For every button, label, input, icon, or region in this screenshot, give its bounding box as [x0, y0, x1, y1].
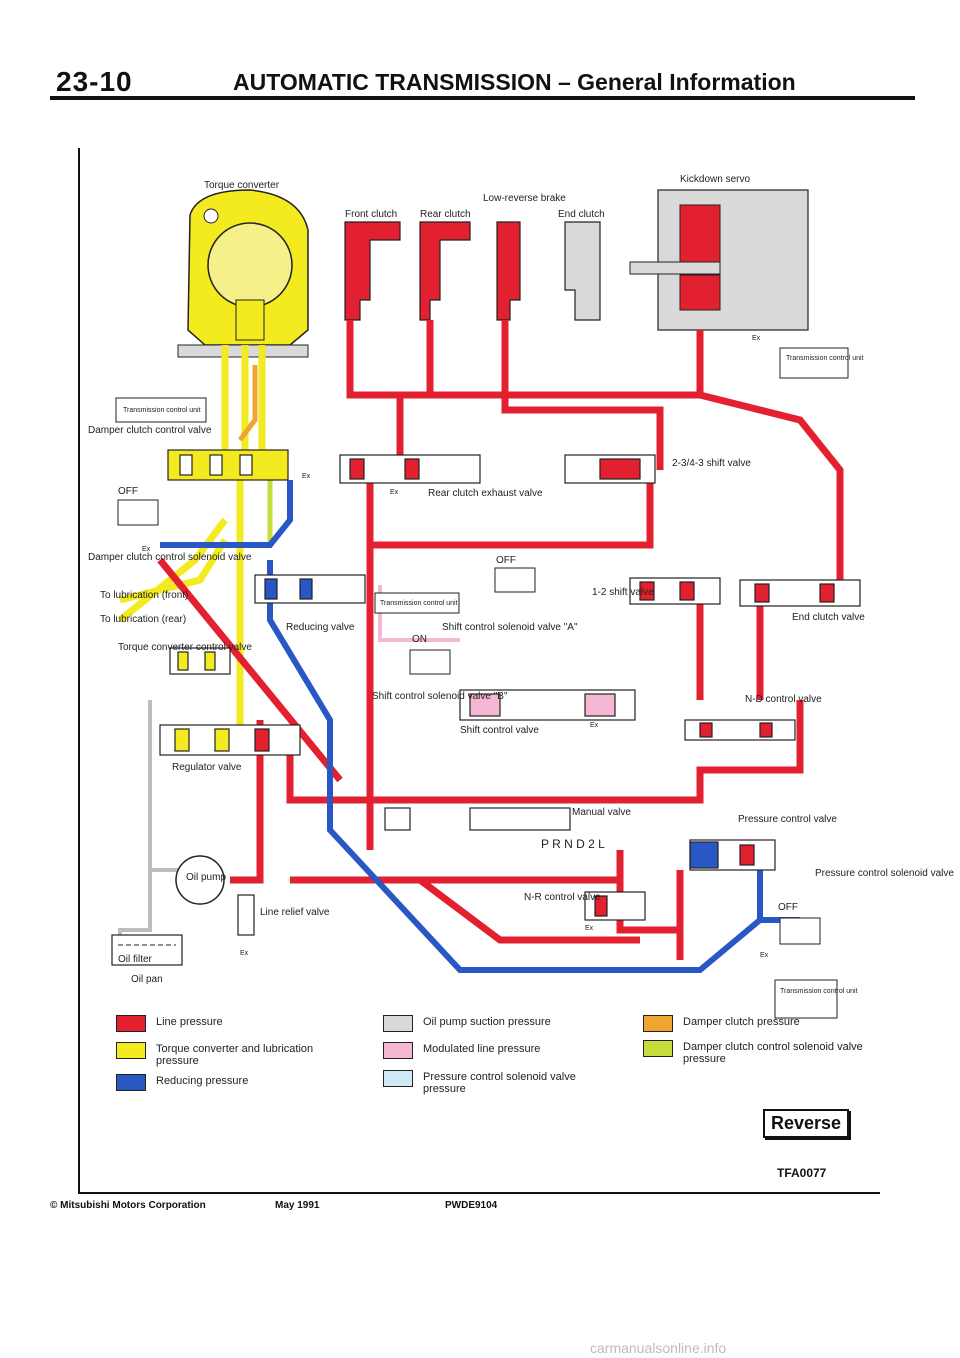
oil-pump: Oil pump [175, 855, 226, 905]
rear-clutch-exhaust-valve-label: Rear clutch exhaust valve [428, 488, 543, 499]
lubrication-rear-label: To lubrication (rear) [100, 614, 186, 625]
svg-text:Ex: Ex [752, 335, 761, 342]
shift-valve-2-3-4-3-label: 2-3/4-3 shift valve [672, 458, 751, 469]
end-clutch-valve-label: End clutch valve [792, 612, 865, 623]
exhaust-markers: Ex Ex Ex Ex Ex Ex Ex Ex [142, 335, 769, 959]
line-relief-valve-label: Line relief valve [260, 907, 330, 918]
svg-text:Oil filter: Oil filter [118, 954, 153, 965]
torque-converter-label: Torque converter [204, 180, 280, 191]
torque-converter-control-valve [169, 647, 231, 675]
oil-pan-label: Oil pan [131, 974, 163, 985]
figure-id: TFA0077 [777, 1166, 827, 1180]
damper-clutch-control-valve-label: Damper clutch control valve [88, 425, 212, 436]
nr-control-valve-label: N-R control valve [524, 892, 601, 903]
svg-text:Ex: Ex [240, 950, 249, 957]
svg-text:ON: ON [412, 634, 427, 645]
svg-text:Oil pump: Oil pump [186, 872, 226, 883]
kickdown-servo: Kickdown servo [629, 174, 809, 331]
operating-mode-label: Reverse [763, 1109, 850, 1138]
shift-control-solenoid-a: OFF Transmission control unit Shift cont… [374, 555, 578, 675]
end-clutch-valve [739, 579, 861, 607]
shift-solenoid-b-label: Shift control solenoid valve "B" [372, 691, 508, 702]
legend-swatch [383, 1070, 413, 1087]
legend-swatch [643, 1015, 673, 1032]
svg-text:Ex: Ex [590, 722, 599, 729]
legend-swatch [116, 1015, 146, 1032]
shift-positions: P R N D 2 L [541, 837, 605, 851]
reducing-valve [254, 574, 366, 604]
svg-text:OFF: OFF [118, 486, 138, 497]
copyright: © Mitsubishi Motors Corporation [50, 1200, 206, 1211]
shift-valve-1-2 [629, 577, 721, 605]
svg-text:Transmission control unit: Transmission control unit [780, 988, 858, 995]
legend-swatch [383, 1015, 413, 1032]
end-clutch-label: End clutch [558, 209, 605, 220]
svg-text:Transmission control unit: Transmission control unit [123, 407, 201, 414]
damper-clutch-solenoid-valve: OFF [117, 486, 159, 526]
lubrication-front-label: To lubrication (front) [100, 590, 188, 601]
page-header: 23-10 AUTOMATIC TRANSMISSION – General I… [50, 60, 915, 100]
tcu-bottom-right: Transmission control unit [774, 979, 858, 1019]
svg-text:Shift control solenoid valve ": Shift control solenoid valve "A" [442, 622, 578, 633]
front-clutch-label: Front clutch [345, 209, 397, 220]
pressure-control-solenoid-label: Pressure control solenoid valve [815, 868, 954, 879]
document-id: PWDE9104 [445, 1200, 498, 1211]
page-title: AUTOMATIC TRANSMISSION – General Informa… [233, 69, 796, 95]
legend-swatch [116, 1042, 146, 1059]
torque-converter-control-valve-label: Torque converter control valve [118, 642, 252, 653]
nd-control-valve [684, 719, 796, 741]
damper-clutch-lines [238, 365, 258, 442]
pressure-control-valve [689, 839, 776, 871]
oil-filter: Oil filter [111, 934, 183, 966]
nr-control-valve [584, 891, 646, 921]
shift-valve-2-3-4-3 [564, 454, 656, 484]
damper-clutch-solenoid-label: Damper clutch control solenoid valve [88, 552, 252, 563]
svg-text:Transmission control unit: Transmission control unit [786, 355, 864, 362]
legend-swatch [383, 1042, 413, 1059]
shift-valve-1-2-label: 1-2 shift valve [592, 587, 654, 598]
regulator-valve-label: Regulator valve [172, 762, 242, 773]
line-relief-valve [237, 894, 255, 936]
damper-clutch-control-valve [167, 449, 289, 481]
svg-text:Ex: Ex [760, 952, 769, 959]
svg-text:Ex: Ex [390, 489, 399, 496]
shift-control-valve [459, 689, 636, 721]
end-clutch [564, 221, 601, 321]
svg-text:Ex: Ex [585, 925, 594, 932]
nd-control-valve-label: N-D control valve [745, 694, 822, 705]
pressure-control-valve-label: Pressure control valve [738, 814, 837, 825]
manual-valve [384, 807, 571, 831]
tcu-left: Transmission control unit [115, 397, 207, 423]
shift-control-valve-label: Shift control valve [460, 725, 539, 736]
kickdown-servo-label: Kickdown servo [680, 174, 750, 185]
pressure-control-solenoid-valve: OFF [778, 902, 821, 945]
svg-text:Ex: Ex [142, 546, 151, 553]
manual-valve-label: Manual valve [572, 807, 631, 818]
tcu-mid: Transmission control unit [380, 600, 458, 607]
rear-clutch-label: Rear clutch [420, 209, 471, 220]
page-number: 23-10 [56, 66, 133, 97]
svg-text:OFF: OFF [496, 555, 516, 566]
diagram-frame [78, 148, 880, 1194]
legend-swatch [116, 1074, 146, 1091]
reducing-valve-label: Reducing valve [286, 622, 355, 633]
torque-converter: Torque converter [177, 180, 309, 358]
low-reverse-brake-label: Low-reverse brake [483, 193, 566, 204]
tcu-top-right: Transmission control unit [779, 347, 864, 379]
svg-text:OFF: OFF [778, 902, 798, 913]
rear-clutch-exhaust-valve [339, 454, 481, 484]
regulator-valve [159, 724, 301, 756]
clutch-pack [344, 221, 521, 321]
reducing-pressure-lines [160, 480, 800, 973]
publication-date: May 1991 [275, 1200, 320, 1211]
line-pressure-lines [157, 320, 844, 960]
legend-swatch [643, 1040, 673, 1057]
svg-text:Ex: Ex [302, 473, 311, 480]
watermark: carmanualsonline.info [590, 1340, 727, 1356]
